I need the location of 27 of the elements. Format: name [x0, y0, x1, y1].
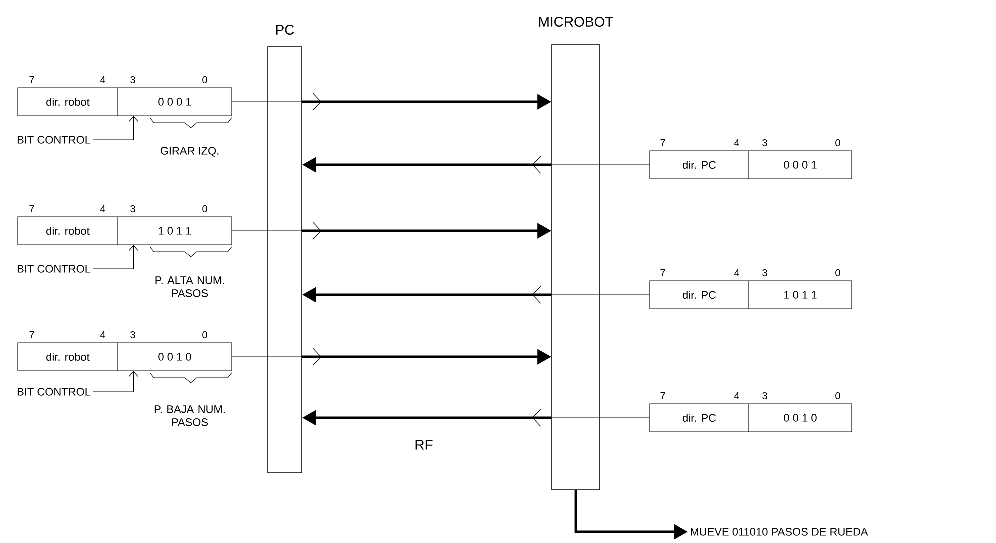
arrow [232, 348, 322, 366]
link-label: RF [416, 440, 433, 450]
leader-line [92, 116, 139, 140]
node-label: PC [276, 25, 294, 35]
note-text: BIT CONTROL [18, 136, 91, 144]
leader-line [92, 371, 139, 392]
register-box: dir. robot 0 0 0 1 [18, 88, 232, 116]
register-box: dir. robot 0 0 1 0 [18, 342, 232, 372]
register-box: dir. PC 0 0 1 0 [650, 404, 852, 432]
leader-line [92, 245, 139, 270]
device-bar: PC [268, 25, 302, 474]
register-box: dir. robot 1 0 1 1 [18, 216, 232, 246]
device-bar: MICROBOT [539, 17, 614, 490]
field-label: P. ALTA NUM. PASOS [156, 276, 224, 298]
arrow [532, 409, 650, 427]
arrow [532, 156, 650, 174]
note-text: MUEVE 011010 PASOS DE RUEDA [691, 528, 868, 536]
arrow [232, 222, 322, 240]
note-text: BIT CONTROL [18, 388, 91, 396]
field-label: P. BAJA NUM. PASOS [154, 406, 225, 426]
register-box: dir. PC 0 0 0 1 [650, 150, 852, 180]
note-text: BIT CONTROL [18, 265, 91, 273]
arrow [532, 286, 650, 304]
arrow [232, 93, 322, 111]
field-label: GIRAR IZQ. [160, 147, 219, 157]
node-label: MICROBOT [539, 17, 614, 27]
register-box: dir. PC 1 0 1 1 [650, 280, 852, 310]
